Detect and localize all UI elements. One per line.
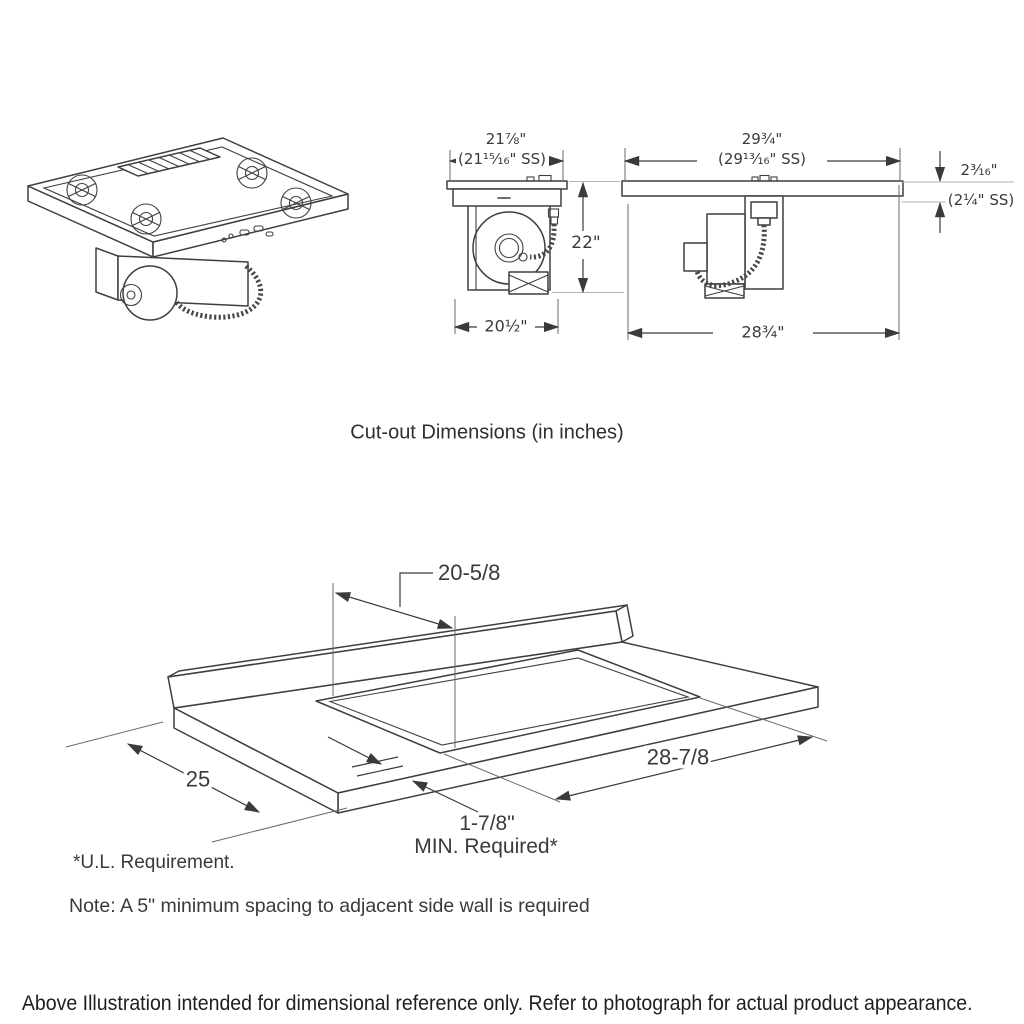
motor-cap-center — [126, 290, 136, 300]
side-section-view — [446, 150, 624, 334]
burner-back-right — [236, 157, 268, 189]
flex-conduit — [529, 223, 557, 260]
knob-detail — [538, 174, 552, 182]
front-clearance-arrow — [327, 736, 383, 765]
knob-detail — [759, 174, 770, 182]
knob-detail — [526, 176, 535, 182]
front-cutout-dim-label: 28¾" — [739, 322, 787, 342]
side-cutout-dim-label: 20½" — [482, 316, 530, 336]
cooktop-plate — [446, 180, 568, 190]
front-width-dim-label: 29¾" — [739, 130, 785, 149]
flex-conduit — [170, 264, 264, 320]
cutout-outer-edge — [315, 649, 701, 754]
burner-back-left — [66, 174, 98, 206]
burner-front-right — [280, 187, 312, 219]
min-required-label: MIN. Required* — [414, 834, 558, 858]
front-clearance-leader — [411, 780, 479, 813]
thickness-ss-dim-label: (2¼" SS) — [945, 191, 1017, 210]
front-clearance-label: 1-7/8" — [459, 811, 515, 835]
conduit-fitting — [757, 217, 771, 226]
countertop-cutout-isometric — [65, 572, 828, 843]
backsplash-front — [167, 610, 623, 709]
cooktop-plate — [621, 180, 904, 197]
junction-box — [750, 201, 778, 219]
front-width-ss-dim-label: (29¹³⁄₁₆" SS) — [715, 150, 809, 169]
motor-cap — [119, 283, 143, 307]
drawing-title: Cut-out Dimensions (in inches) — [348, 421, 626, 444]
cutout-depth-label: 20-5/8 — [436, 560, 503, 585]
blower-body — [706, 213, 746, 285]
burner-front-left — [130, 203, 162, 235]
product-isometric-illustration — [27, 137, 349, 321]
cutout-inner-edge — [327, 657, 691, 746]
knob-detail — [751, 176, 759, 182]
blower-plenum-side — [95, 247, 119, 301]
ul-requirement-note: *U.L. Requirement. — [73, 852, 235, 873]
side-wall-note: Note: A 5" minimum spacing to adjacent s… — [69, 895, 590, 917]
motor-box — [683, 242, 708, 272]
burner-grates — [66, 157, 312, 235]
knob-detail — [770, 176, 778, 182]
cutout-depth-leader — [399, 572, 433, 607]
control-buttons — [221, 225, 274, 243]
side-width-ss-dim-label: (21¹⁵⁄₁₆" SS) — [455, 150, 549, 169]
front-section-view — [621, 148, 1014, 340]
side-width-dim-label: 21⅞" — [483, 130, 529, 149]
blower-hub — [494, 233, 524, 263]
vent-ribs — [127, 149, 211, 175]
cutout-width-label: 28-7/8 — [644, 744, 712, 770]
cutout-depth-arrow — [334, 592, 454, 629]
side-height-dim-label: 22" — [569, 233, 603, 254]
blower-drum — [122, 265, 178, 321]
thickness-dim-label: 2³⁄₁₆" — [958, 161, 1000, 180]
counter-depth-label: 25 — [183, 766, 213, 792]
disclaimer-text: Above Illustration intended for dimensio… — [21, 992, 973, 1015]
